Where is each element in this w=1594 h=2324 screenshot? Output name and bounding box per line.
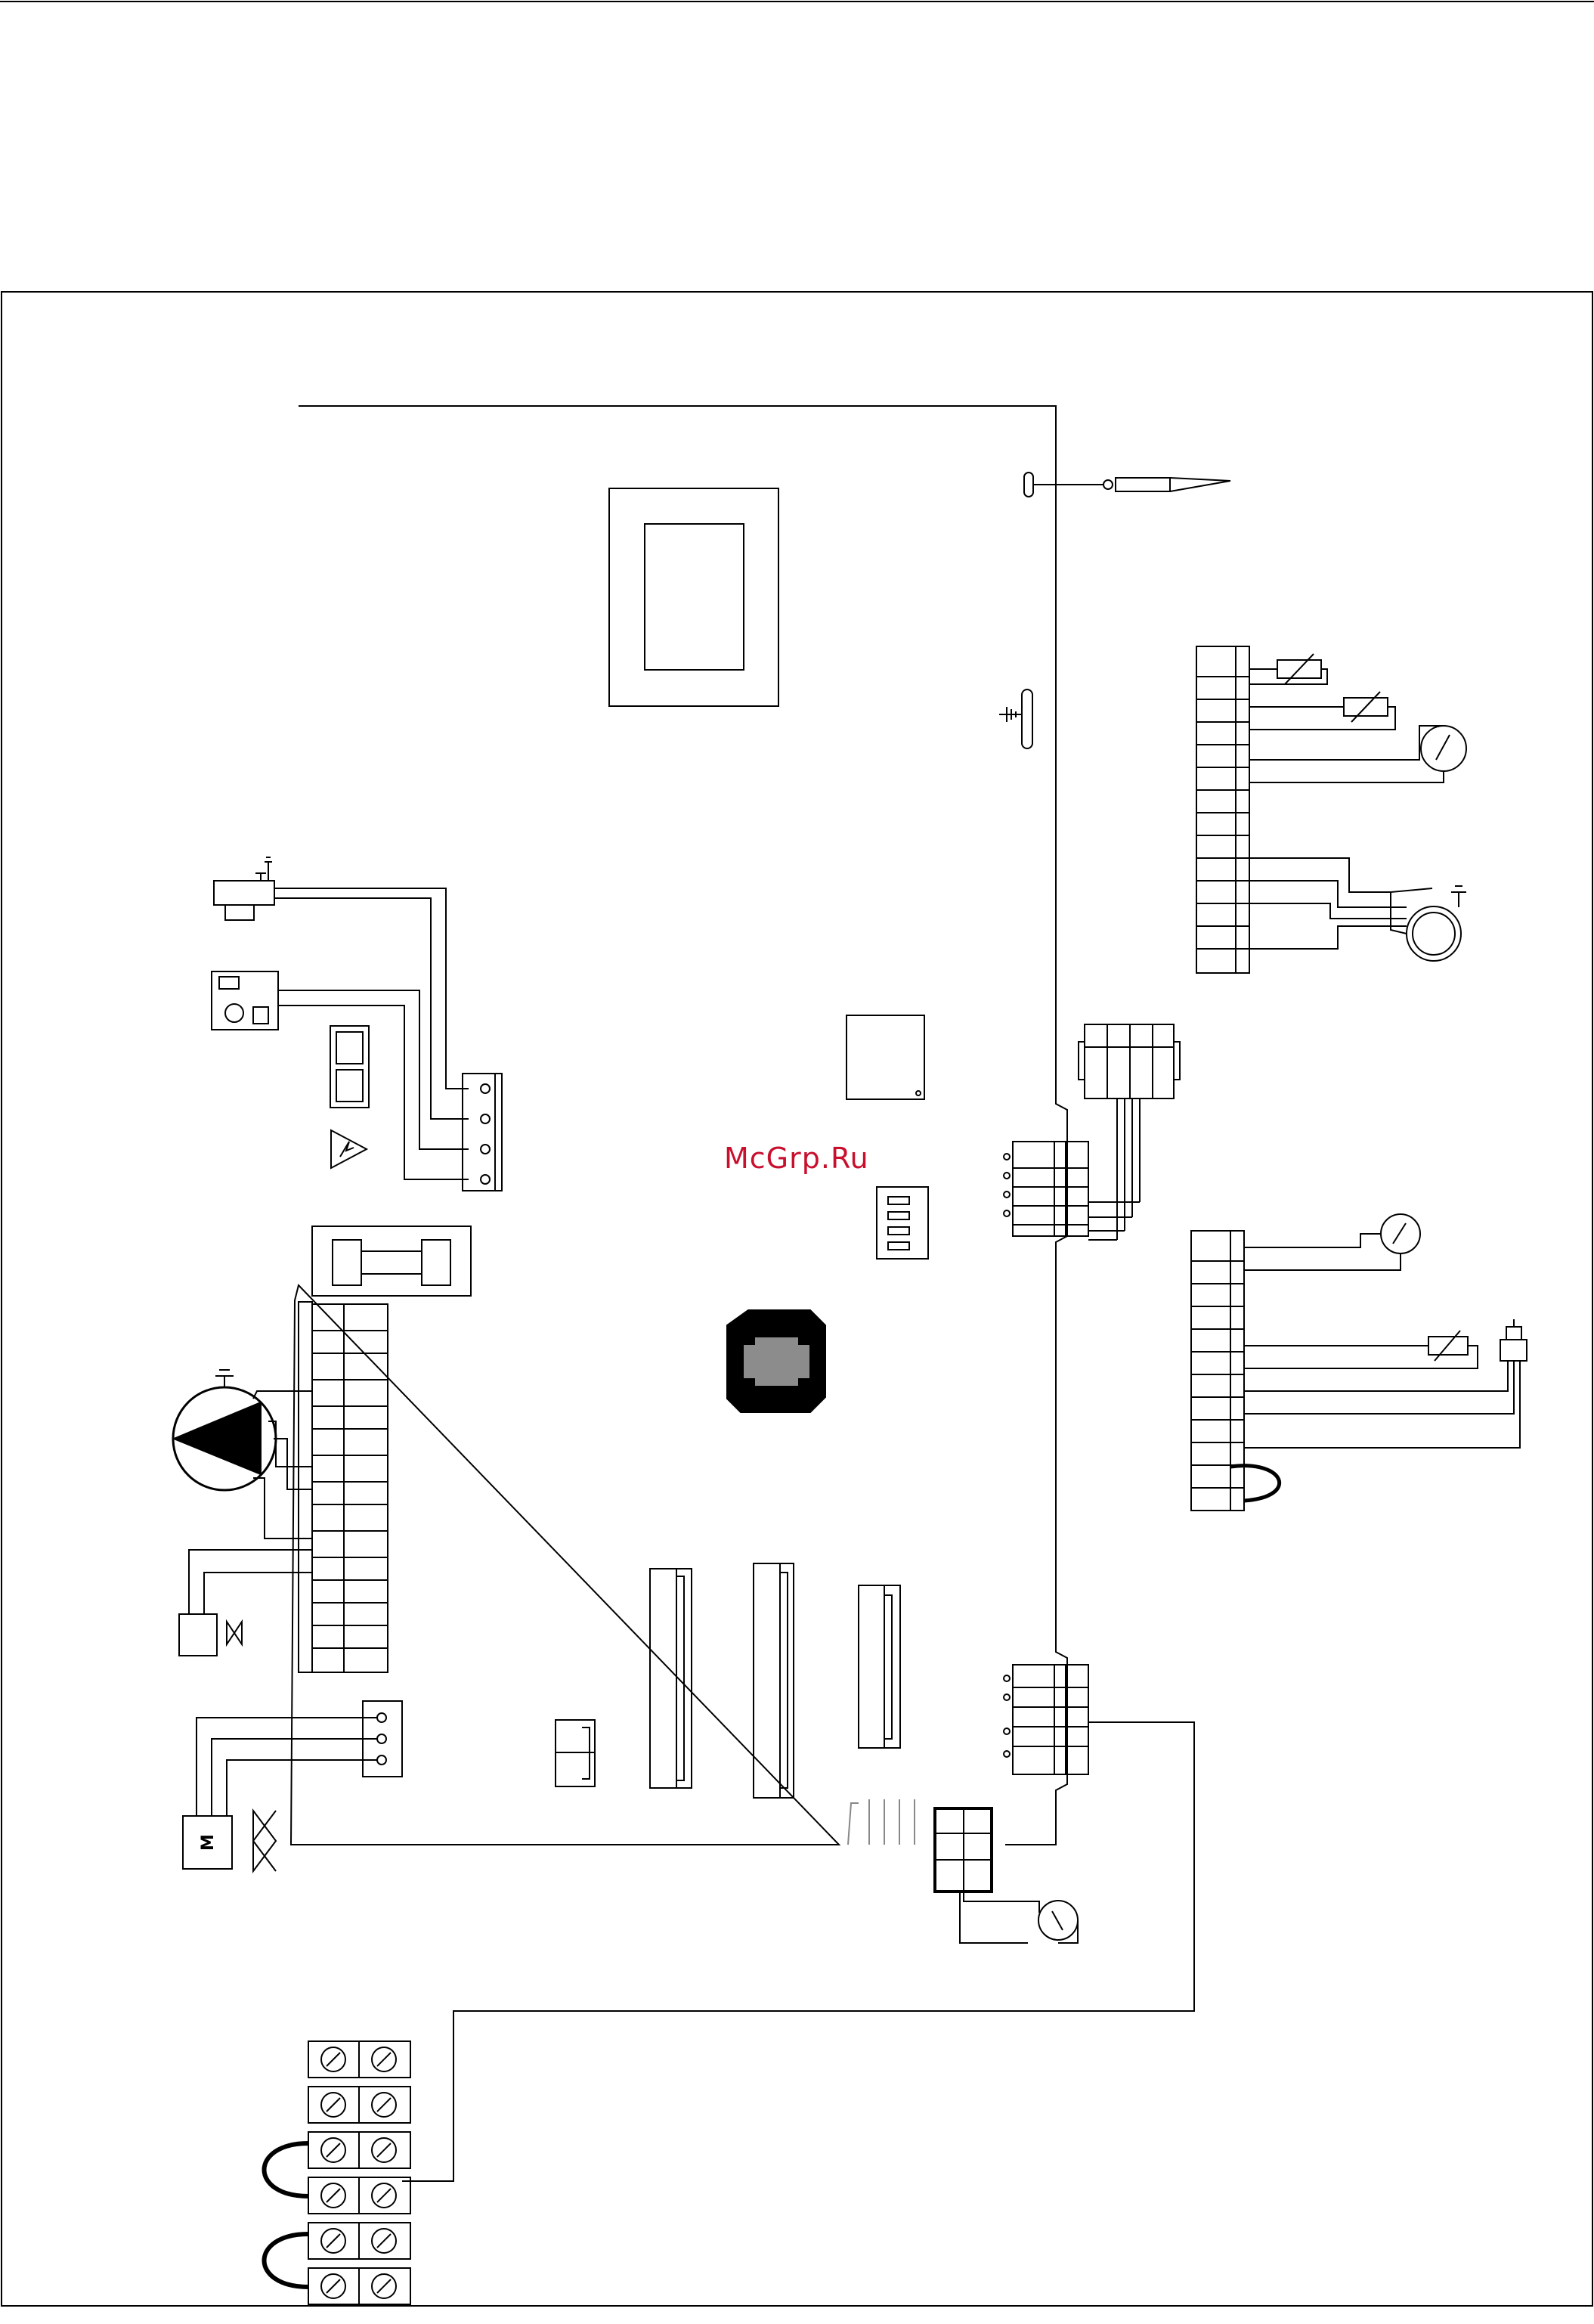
high-voltage-warning-icon [331,1130,367,1168]
ntc-thermistor-icon [1244,1331,1478,1368]
connector-harness-pcb [1004,1142,1088,1236]
relay [330,1026,369,1108]
jumper-wire [265,2234,309,2287]
microcontroller-chip [847,1015,924,1099]
connector-mains [299,1302,388,1672]
pin-header-bottom [848,1799,915,1845]
gas-valve-icon [214,857,469,1119]
motor-label: M [199,1834,218,1851]
connector-gas-valve [463,1074,502,1191]
diagram-frame [2,292,1592,2306]
screw-terminal-block [308,2041,410,2304]
thermostat-switch-icon [1249,726,1466,782]
service-connector-rj [727,1310,825,1412]
connector-flow-thermostat [935,1808,1039,1943]
connector-terminal-link [402,1665,1194,2181]
motor-icon [183,1811,276,1871]
ntc-thermistor-icon [1249,692,1395,730]
jumper-wire [1230,1466,1280,1501]
header-connector [859,1585,900,1748]
pcb-outline [291,406,1067,1845]
ignition-electrode-icon [1024,473,1230,497]
display-module [609,488,778,706]
header-connector-small [556,1720,595,1786]
thermostat-switch-icon [1038,1901,1078,1943]
connector-sensors-middle [1191,1231,1244,1511]
thermostat-switch-icon [1244,1214,1420,1270]
connector-motor-valve [197,1701,402,1816]
pump-icon [173,1370,312,1538]
pressure-switch-icon [1244,1319,1527,1448]
watermark: McGrp.Ru [724,1142,869,1175]
ntc-thermistor-icon [1249,654,1327,684]
dip-switch[interactable] [877,1187,928,1259]
fuse-icon [312,1226,471,1296]
ground-icon [999,689,1032,748]
connector-harness-upper [1079,1024,1180,1240]
header-connector [650,1569,692,1788]
fan-icon [1249,858,1466,961]
connector-sensors-top [1196,646,1249,973]
jumper-wire [265,2143,309,2196]
